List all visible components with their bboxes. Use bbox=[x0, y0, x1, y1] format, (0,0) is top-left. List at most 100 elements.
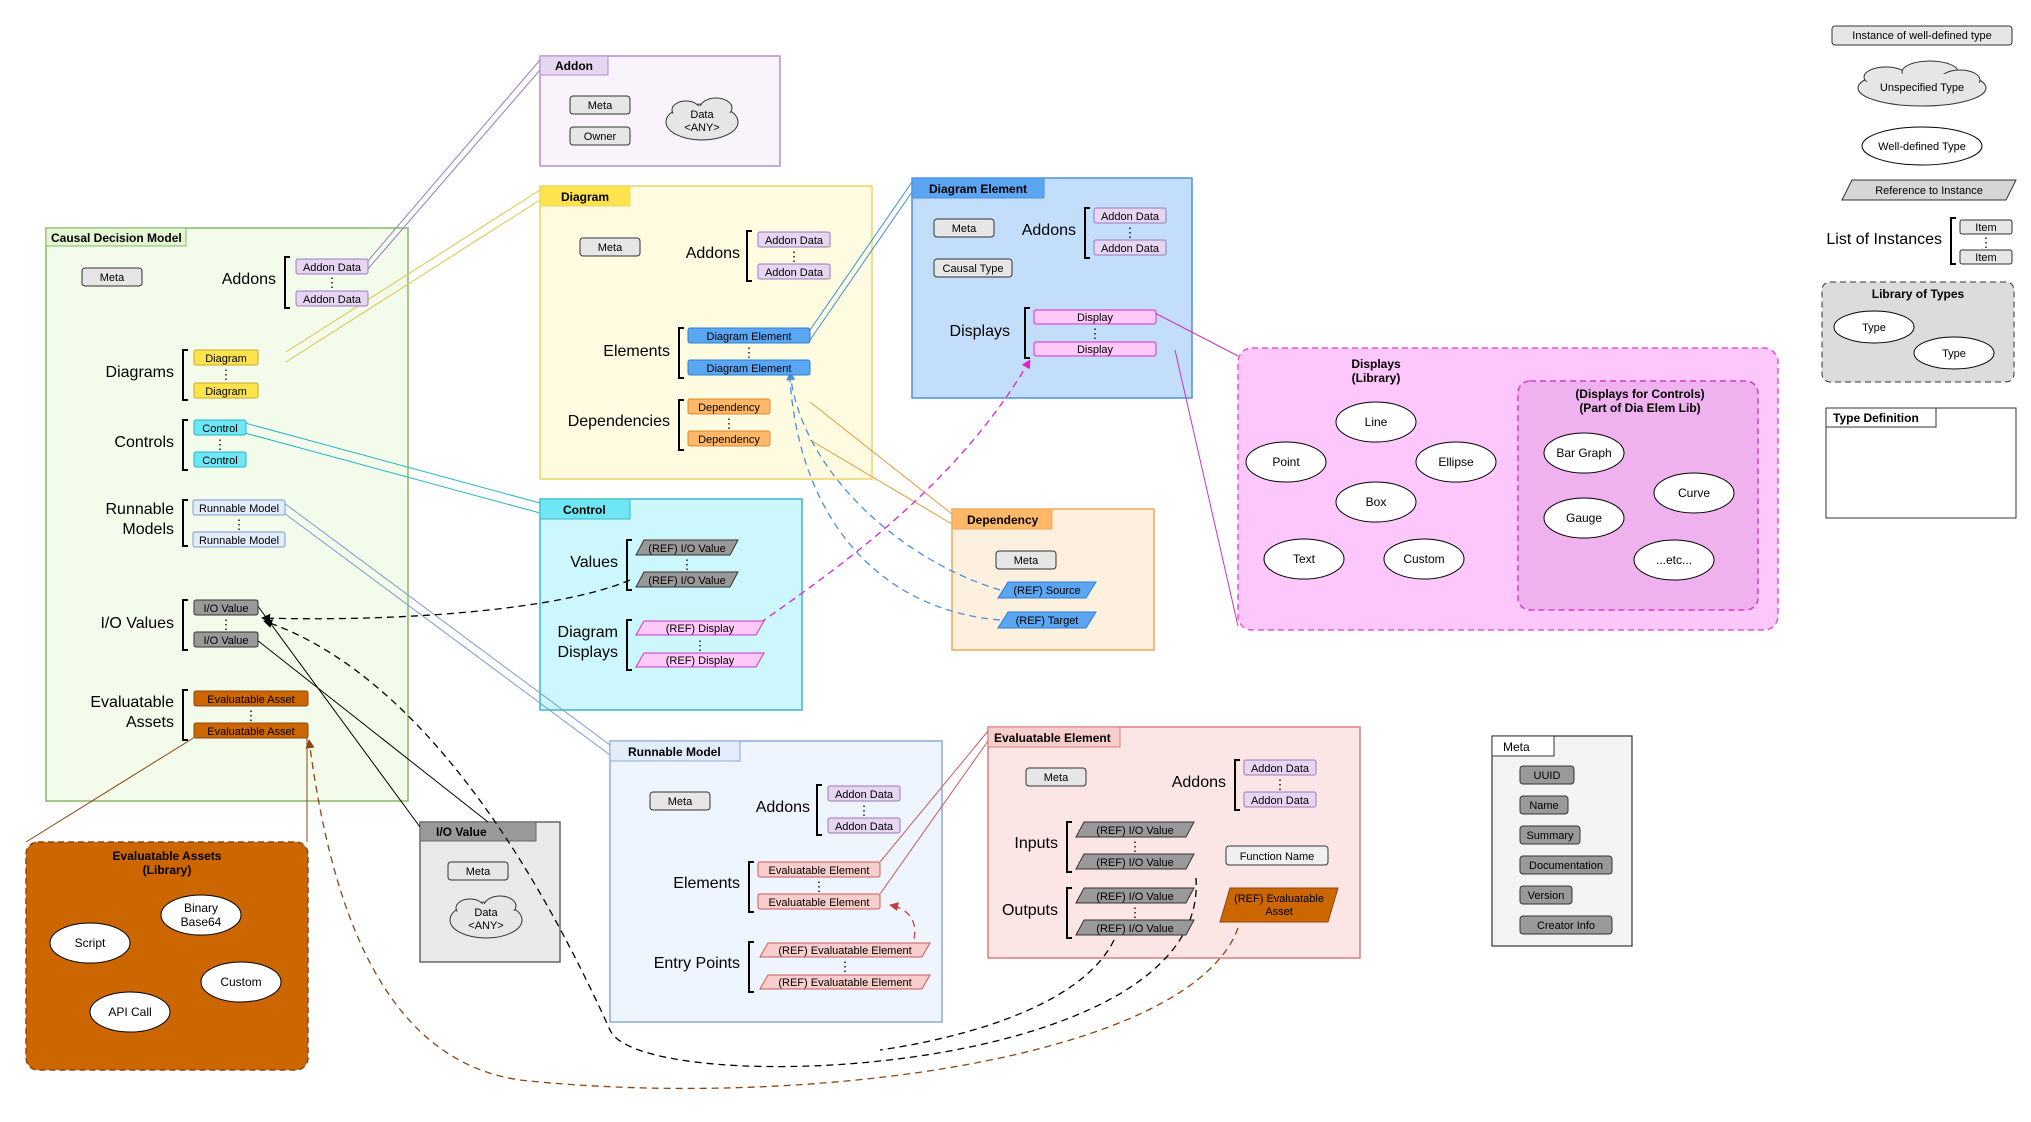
runnable-addon-data-1[interactable]: Addon Data bbox=[827, 785, 901, 802]
asset-type-api-call[interactable]: API Call bbox=[89, 991, 171, 1033]
cdm-diagram-2[interactable]: Diagram bbox=[193, 382, 259, 399]
eval-addon-data-2[interactable]: Addon Data bbox=[1243, 791, 1317, 808]
eval-output-ref-io-2[interactable]: (REF) I/O Value bbox=[1075, 919, 1195, 936]
svg-text:Addon Data: Addon Data bbox=[1101, 243, 1160, 255]
cdm-addon-data-1[interactable]: Addon Data bbox=[295, 258, 369, 275]
diagram-dependency-1[interactable]: Dependency bbox=[687, 398, 771, 415]
control-values-brace bbox=[626, 539, 632, 591]
display-type-ellipse[interactable]: Ellipse bbox=[1415, 441, 1497, 483]
eval-output-ref-io-1[interactable]: (REF) I/O Value bbox=[1075, 887, 1195, 904]
io-value-meta[interactable]: Meta bbox=[447, 861, 509, 881]
display-type-custom[interactable]: Custom bbox=[1383, 538, 1465, 580]
cdm-control-2[interactable]: Control bbox=[193, 451, 247, 468]
eval-inputs-ellipsis: ⋮ bbox=[1129, 839, 1142, 854]
diagram-element-chip-2[interactable]: Diagram Element bbox=[687, 359, 811, 376]
svg-text:Evaluatable Element: Evaluatable Element bbox=[769, 897, 870, 909]
svg-text:Reference to Instance: Reference to Instance bbox=[1875, 185, 1983, 197]
cdm-runnable-model-1[interactable]: Runnable Model bbox=[192, 499, 286, 516]
de-addon-data-2[interactable]: Addon Data bbox=[1093, 239, 1167, 256]
dependency-ref-source[interactable]: (REF) Source bbox=[997, 581, 1097, 599]
dependency-ref-target[interactable]: (REF) Target bbox=[997, 611, 1097, 629]
eval-meta[interactable]: Meta bbox=[1025, 767, 1087, 787]
diagram-meta[interactable]: Meta bbox=[579, 237, 641, 257]
svg-text:Gauge: Gauge bbox=[1566, 511, 1602, 525]
cdm-control-1[interactable]: Control bbox=[193, 419, 247, 436]
asset-type-custom[interactable]: Custom bbox=[200, 961, 282, 1003]
cdm-meta[interactable]: Meta bbox=[81, 267, 143, 287]
de-causal-type[interactable]: Causal Type bbox=[933, 258, 1013, 278]
cdm-addon-data-2[interactable]: Addon Data bbox=[295, 290, 369, 307]
meta-field-creator-info[interactable]: Creator Info bbox=[1519, 915, 1613, 935]
svg-text:Addon Data: Addon Data bbox=[1101, 211, 1160, 223]
runnable-eval-element-1[interactable]: Evaluatable Element bbox=[757, 861, 881, 878]
cdm-evaluatable-asset-1[interactable]: Evaluatable Asset bbox=[193, 690, 309, 707]
display-control-gauge[interactable]: Gauge bbox=[1543, 497, 1625, 539]
control-ref-display-1[interactable]: (REF) Display bbox=[635, 620, 765, 636]
cdm-runnable-model-2[interactable]: Runnable Model bbox=[192, 531, 286, 548]
io-value-title: I/O Value bbox=[436, 825, 487, 839]
io-value-box: I/O Value bbox=[419, 821, 561, 963]
diagram-element-chip-1[interactable]: Diagram Element bbox=[687, 327, 811, 344]
display-type-point[interactable]: Point bbox=[1245, 441, 1327, 483]
cdm-io-ellipsis: ⋮ bbox=[220, 617, 233, 632]
diagram-deps-brace bbox=[678, 399, 684, 451]
diagram-title: Diagram bbox=[561, 190, 609, 204]
svg-text:Meta: Meta bbox=[466, 866, 491, 878]
cdm-eval-label-1: Evaluatable bbox=[90, 694, 174, 711]
meta-field-summary[interactable]: Summary bbox=[1519, 825, 1581, 845]
cdm-evaluatable-asset-2[interactable]: Evaluatable Asset bbox=[193, 722, 309, 739]
meta-field-uuid[interactable]: UUID bbox=[1519, 765, 1575, 785]
svg-text:Control: Control bbox=[202, 423, 237, 435]
de-addons-ellipsis: ⋮ bbox=[1124, 225, 1137, 240]
cdm-diagrams-label: Diagrams bbox=[106, 364, 174, 381]
diagram-addon-data-1[interactable]: Addon Data bbox=[757, 231, 831, 248]
svg-text:Meta: Meta bbox=[952, 223, 977, 235]
meta-field-documentation[interactable]: Documentation bbox=[1519, 855, 1613, 875]
eval-function-name[interactable]: Function Name bbox=[1225, 845, 1329, 866]
eval-ref-evaluatable-asset[interactable]: (REF) Evaluatable Asset bbox=[1219, 887, 1339, 923]
control-ref-display-2[interactable]: (REF) Display bbox=[635, 652, 765, 668]
svg-text:Evaluatable Element: Evaluatable Element bbox=[769, 865, 870, 877]
display-type-text[interactable]: Text bbox=[1263, 538, 1345, 580]
displays-lib-title-2: (Library) bbox=[1352, 371, 1401, 385]
meta-field-name[interactable]: Name bbox=[1519, 795, 1569, 815]
display-control-etc[interactable]: ...etc... bbox=[1633, 539, 1715, 581]
de-addon-data-1[interactable]: Addon Data bbox=[1093, 207, 1167, 224]
display-control-curve[interactable]: Curve bbox=[1653, 472, 1735, 514]
svg-text:Display: Display bbox=[1077, 312, 1114, 324]
addon-title: Addon bbox=[555, 59, 593, 73]
eval-addon-data-1[interactable]: Addon Data bbox=[1243, 759, 1317, 776]
dependency-meta[interactable]: Meta bbox=[995, 550, 1057, 570]
cdm-diagrams-ellipsis: ⋮ bbox=[220, 367, 233, 382]
displays-ctrl-title-2: (Part of Dia Elem Lib) bbox=[1579, 401, 1700, 415]
eval-input-ref-io-1[interactable]: (REF) I/O Value bbox=[1075, 821, 1195, 838]
runnable-eval-element-2[interactable]: Evaluatable Element bbox=[757, 893, 881, 910]
de-meta[interactable]: Meta bbox=[933, 218, 995, 238]
addon-meta[interactable]: Meta bbox=[569, 95, 631, 115]
de-display-2[interactable]: Display bbox=[1033, 341, 1157, 357]
eval-addons-ellipsis: ⋮ bbox=[1274, 777, 1287, 792]
display-type-box[interactable]: Box bbox=[1335, 481, 1417, 523]
eval-input-ref-io-2[interactable]: (REF) I/O Value bbox=[1075, 853, 1195, 870]
display-control-bar-graph[interactable]: Bar Graph bbox=[1543, 432, 1625, 474]
cdm-io-value-1[interactable]: I/O Value bbox=[193, 599, 259, 616]
runnable-meta[interactable]: Meta bbox=[649, 791, 711, 811]
meta-field-version[interactable]: Version bbox=[1519, 885, 1573, 905]
cdm-diagram-1[interactable]: Diagram bbox=[193, 349, 259, 366]
addon-owner[interactable]: Owner bbox=[569, 126, 631, 146]
runnable-ref-eval-element-1[interactable]: (REF) Evaluatable Element bbox=[759, 942, 931, 958]
eval-outputs-label: Outputs bbox=[1002, 902, 1058, 919]
runnable-elements-label: Elements bbox=[673, 875, 740, 892]
runnable-addon-data-2[interactable]: Addon Data bbox=[827, 817, 901, 834]
control-ref-io-1[interactable]: (REF) I/O Value bbox=[635, 539, 739, 556]
runnable-ref-eval-element-2[interactable]: (REF) Evaluatable Element bbox=[759, 974, 931, 990]
asset-type-script[interactable]: Script bbox=[49, 922, 131, 964]
svg-text:Well-defined Type: Well-defined Type bbox=[1878, 141, 1966, 153]
diagram-addon-data-2[interactable]: Addon Data bbox=[757, 263, 831, 280]
diagram-dependency-2[interactable]: Dependency bbox=[687, 430, 771, 447]
cdm-io-value-2[interactable]: I/O Value bbox=[193, 631, 259, 648]
de-display-1[interactable]: Display bbox=[1033, 309, 1157, 325]
control-ref-io-2[interactable]: (REF) I/O Value bbox=[635, 571, 739, 588]
display-type-line[interactable]: Line bbox=[1335, 401, 1417, 443]
